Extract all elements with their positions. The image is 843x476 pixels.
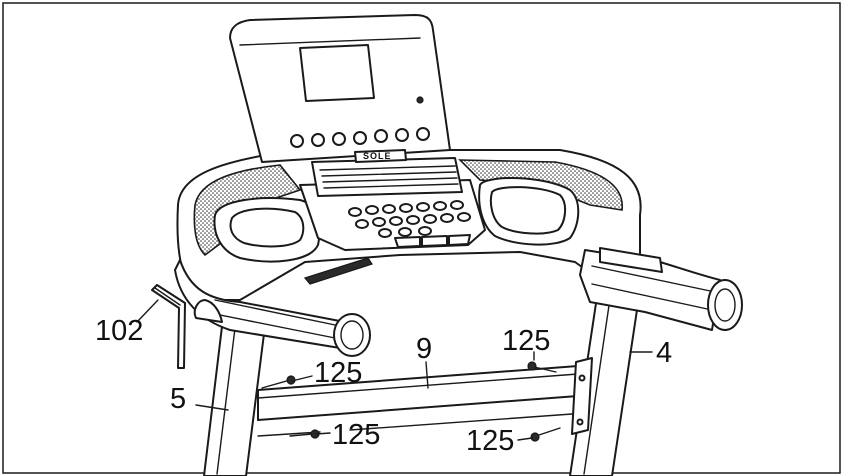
callout-125-left-upper: 125 xyxy=(314,357,362,389)
console-base xyxy=(176,149,642,301)
callout-4: 4 xyxy=(656,337,672,369)
callout-102: 102 xyxy=(95,315,143,347)
console-display: SOLE xyxy=(229,14,451,163)
left-handlebar xyxy=(174,259,371,357)
right-handlebar xyxy=(579,247,743,331)
callout-9: 9 xyxy=(416,333,432,365)
lower-frame xyxy=(257,413,573,437)
keypad-buttons xyxy=(348,200,471,238)
bolt-right-upper xyxy=(527,361,557,373)
bolt-left-upper xyxy=(261,375,296,389)
callout-5: 5 xyxy=(170,383,186,415)
left-upright xyxy=(203,317,267,476)
crossbar xyxy=(257,357,593,435)
callout-125-right-lower: 125 xyxy=(466,425,514,457)
bolt-right-lower xyxy=(530,427,561,442)
callout-125-right-upper: 125 xyxy=(502,325,550,357)
callout-125-left-lower: 125 xyxy=(332,419,380,451)
leader-lines xyxy=(136,299,653,441)
console-buttons xyxy=(290,127,430,148)
brand-logo: SOLE xyxy=(363,151,392,161)
allen-key xyxy=(151,284,186,369)
